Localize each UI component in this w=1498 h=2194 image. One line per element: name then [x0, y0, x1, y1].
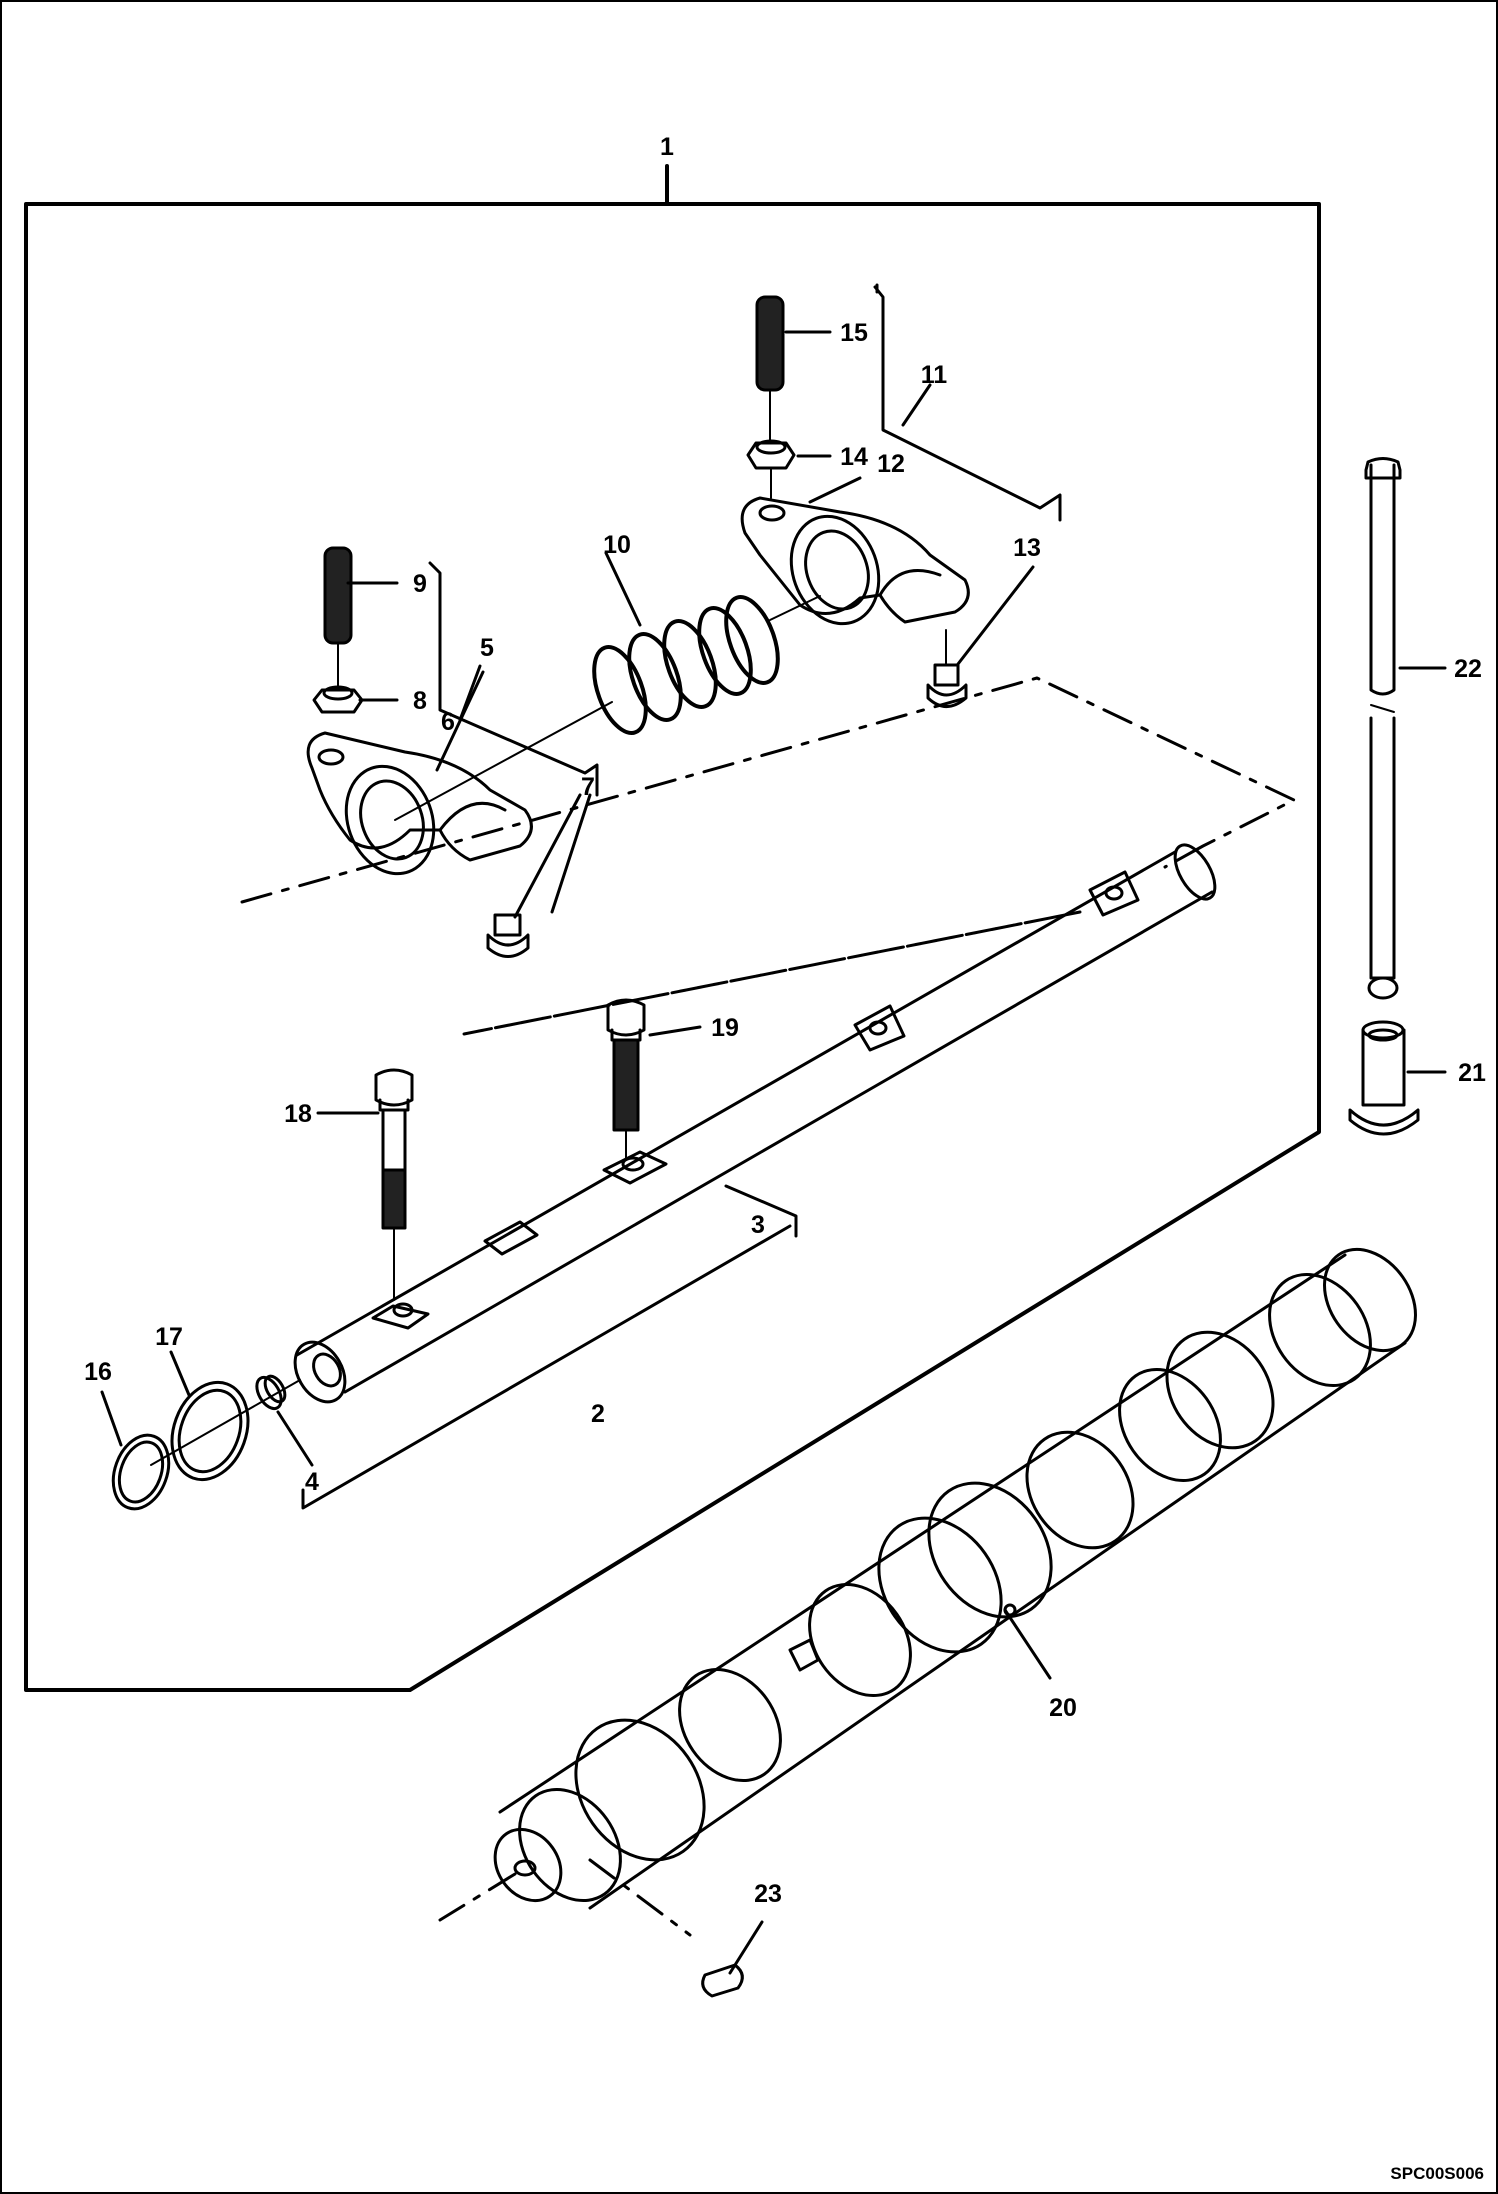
- callout-21: 21: [1458, 1059, 1486, 1087]
- callout-3: 3: [751, 1211, 765, 1239]
- callout-19: 19: [711, 1014, 739, 1042]
- bolt-18: [374, 1068, 414, 1301]
- callout-5: 5: [480, 634, 494, 662]
- rocker-group-dashed-outline: [240, 676, 1296, 1036]
- callout-4: 4: [305, 1468, 319, 1496]
- bolt-19: [606, 998, 646, 1161]
- rocker-arm-6: [306, 701, 613, 876]
- lock-nut-8: [312, 685, 364, 714]
- assembly-boundary: [24, 164, 1321, 1692]
- callout-9: 9: [413, 570, 427, 598]
- callout-17: 17: [155, 1323, 183, 1351]
- callout-14: 14: [840, 443, 868, 471]
- adjusting-screw-9: [323, 546, 353, 691]
- rocker-arm-12: [740, 496, 970, 626]
- callout-1: 1: [660, 133, 674, 161]
- callout-2: 2: [591, 1400, 605, 1428]
- spring-10: [592, 595, 821, 735]
- adjusting-screw-foot-7: [486, 913, 530, 958]
- callout-23: 23: [754, 1880, 782, 1908]
- lock-nut-14: [746, 439, 796, 499]
- adjusting-screw-foot-13: [926, 629, 968, 708]
- callout-22: 22: [1454, 655, 1482, 683]
- adjusting-screw-15: [755, 295, 785, 441]
- key-23: [701, 1963, 744, 1998]
- callout-12: 12: [877, 450, 905, 478]
- callout-11: 11: [921, 361, 948, 389]
- camshaft-20: [438, 1247, 1417, 1937]
- callout-16: 16: [84, 1358, 112, 1386]
- tappet-21: [1348, 1020, 1420, 1136]
- snap-ring-16: [111, 1433, 171, 1511]
- callout-7: 7: [581, 773, 595, 801]
- plug-4: [255, 1374, 287, 1411]
- callout-20: 20: [1049, 1694, 1077, 1722]
- push-rod-22: [1364, 457, 1402, 1000]
- drawing-code: SPC00S006: [1390, 2164, 1484, 2183]
- callout-10: 10: [603, 531, 631, 559]
- rocker-shaft: [293, 843, 1217, 1404]
- bracket-lines: [301, 283, 1062, 1510]
- leader-lines: [100, 330, 1447, 1975]
- washer-17: [170, 1380, 250, 1482]
- callout-8: 8: [413, 687, 427, 715]
- callout-13: 13: [1013, 534, 1041, 562]
- callout-18: 18: [284, 1100, 312, 1128]
- callout-6: 6: [441, 708, 455, 736]
- callout-15: 15: [840, 319, 868, 347]
